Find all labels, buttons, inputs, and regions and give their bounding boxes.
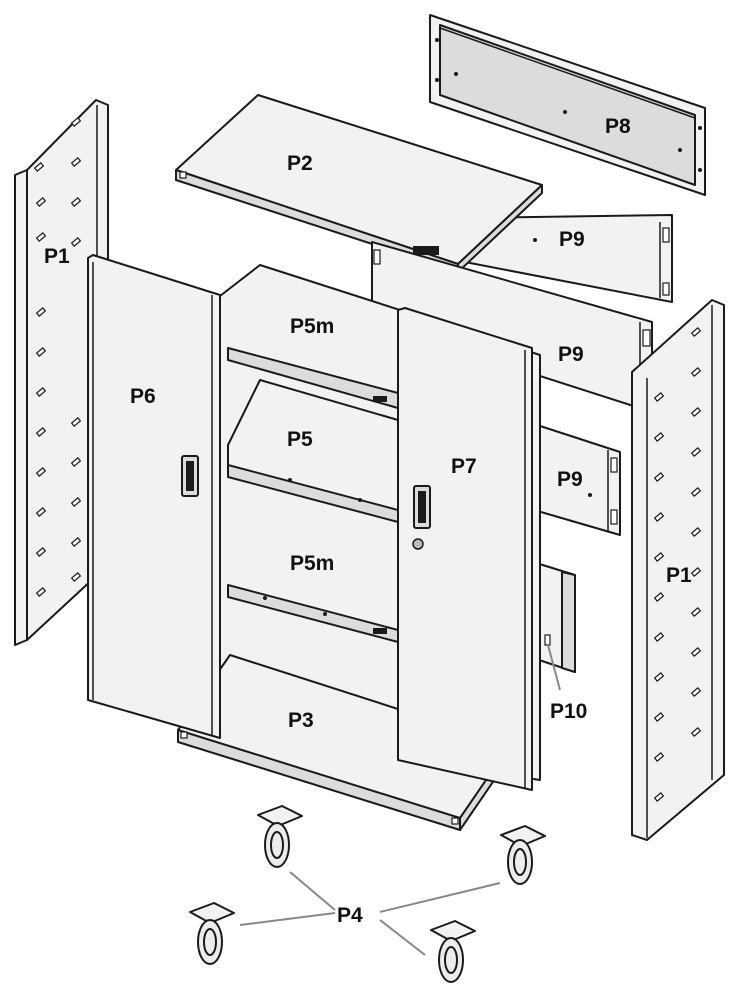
label-p2: P2 xyxy=(287,152,313,175)
side-panel-p1-right xyxy=(631,299,725,841)
panel-p9-bottom xyxy=(533,423,621,536)
door-lock-icon xyxy=(412,538,424,550)
label-p9-top: P9 xyxy=(559,228,585,251)
p4-leader-lines xyxy=(239,871,501,956)
door-p6 xyxy=(87,254,221,739)
label-p4: P4 xyxy=(337,904,363,927)
caster-wheel-1 xyxy=(257,805,303,868)
label-p1-left: P1 xyxy=(44,245,70,268)
panel-p8 xyxy=(429,14,706,196)
label-p9-middle: P9 xyxy=(558,343,584,366)
caster-wheel-2 xyxy=(500,825,546,885)
label-p3: P3 xyxy=(288,709,314,732)
label-p1-right: P1 xyxy=(666,564,692,587)
label-p5m-top: P5m xyxy=(290,315,334,338)
label-p9-bottom: P9 xyxy=(557,468,583,491)
label-p5m-bottom: P5m xyxy=(290,552,334,575)
label-p8: P8 xyxy=(605,115,631,138)
door-p7 xyxy=(397,307,533,791)
label-p5: P5 xyxy=(287,428,313,451)
label-p7: P7 xyxy=(451,455,477,478)
label-p6: P6 xyxy=(130,385,156,408)
label-p10: P10 xyxy=(550,700,587,723)
caster-wheel-3 xyxy=(189,902,235,965)
caster-wheel-4 xyxy=(430,920,476,983)
